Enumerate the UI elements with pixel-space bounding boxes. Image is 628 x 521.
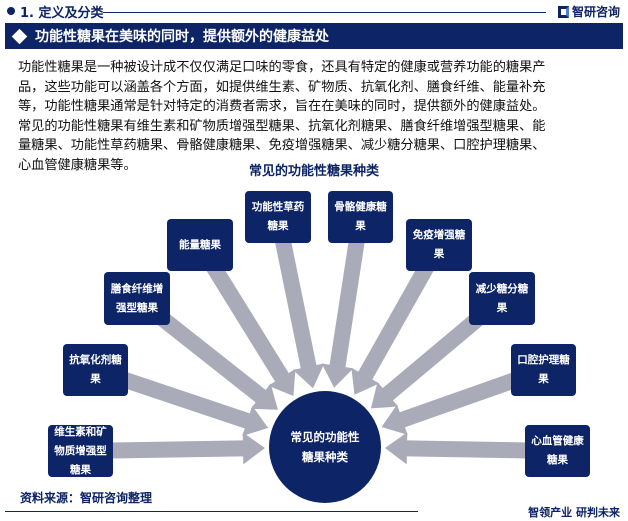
type-box: 能量糖果 xyxy=(167,219,233,271)
arrow xyxy=(193,240,296,396)
type-box: 维生素和矿物质增强型糖果 xyxy=(48,425,113,477)
description-line: 心血管健康糖果等。 xyxy=(18,157,137,173)
top-header: 1. 定义及分类 智研咨询 xyxy=(0,0,628,22)
type-box: 骨骼健康糖果 xyxy=(328,191,393,243)
arrow xyxy=(384,432,558,465)
slogan: 智领产业 研判未来 xyxy=(528,506,620,519)
type-box: 口腔护理糖果 xyxy=(511,344,576,396)
title-banner: 功能性糖果在美味的同时，提供额外的健康益处 xyxy=(5,23,623,49)
divider xyxy=(103,12,546,13)
diagram-title: 常见的功能性糖果种类 xyxy=(248,164,379,179)
description-line: 常见的功能性糖果有维生素和矿物质增强型糖果、抗氧化剂糖果、膳食纤维增强型糖果、能 xyxy=(18,118,546,134)
type-box: 减少糖分糖果 xyxy=(469,272,535,325)
section-title: 1. 定义及分类 xyxy=(20,6,104,21)
brand-logo-icon xyxy=(557,5,569,18)
center-node: 常见的功能性糖果种类 xyxy=(269,391,381,503)
banner-title: 功能性糖果在美味的同时，提供额外的健康益处 xyxy=(35,29,329,45)
type-box: 心血管健康糖果 xyxy=(525,425,590,477)
bullet-icon xyxy=(7,7,15,15)
arrow xyxy=(80,432,266,465)
type-box: 免疫增强糖果 xyxy=(406,219,472,271)
arrow xyxy=(92,362,269,437)
arrow xyxy=(381,362,547,435)
footer-divider xyxy=(5,511,418,512)
brand: 智研咨询 xyxy=(557,3,620,20)
source-note: 资料来源：智研咨询整理 xyxy=(20,491,153,505)
arrow xyxy=(351,241,446,395)
type-box: 膳食纤维增强型糖果 xyxy=(104,272,170,325)
description-line: 功能性糖果是一种被设计成不仅仅满足口味的零食，还具有特定的健康或营养功能的糖果产 xyxy=(18,60,546,75)
type-box: 功能性草药糖果 xyxy=(245,191,311,243)
type-box: 抗氧化剂糖果 xyxy=(63,344,128,396)
arrow xyxy=(321,215,369,388)
description-line: 量糖果、功能性草药糖果、骨骼健康糖果、免疫增强糖果、减少糖分糖果、口腔护理糖果、 xyxy=(18,138,546,153)
arrow xyxy=(270,215,325,389)
description: 功能性糖果是一种被设计成不仅仅满足口味的零食，还具有特定的健康或营养功能的糖果产… xyxy=(18,58,618,175)
description-line: 品，这些功能可以涵盖各个方面，如提供维生素、矿物质、抗氧化剂、膳食纤维、能量补充 xyxy=(18,79,546,95)
brand-name: 智研咨询 xyxy=(571,5,620,19)
description-line: 等，功能性糖果通常是针对特定的消费者需求，旨在在美味的同时，提供额外的健康益处。 xyxy=(18,99,546,114)
